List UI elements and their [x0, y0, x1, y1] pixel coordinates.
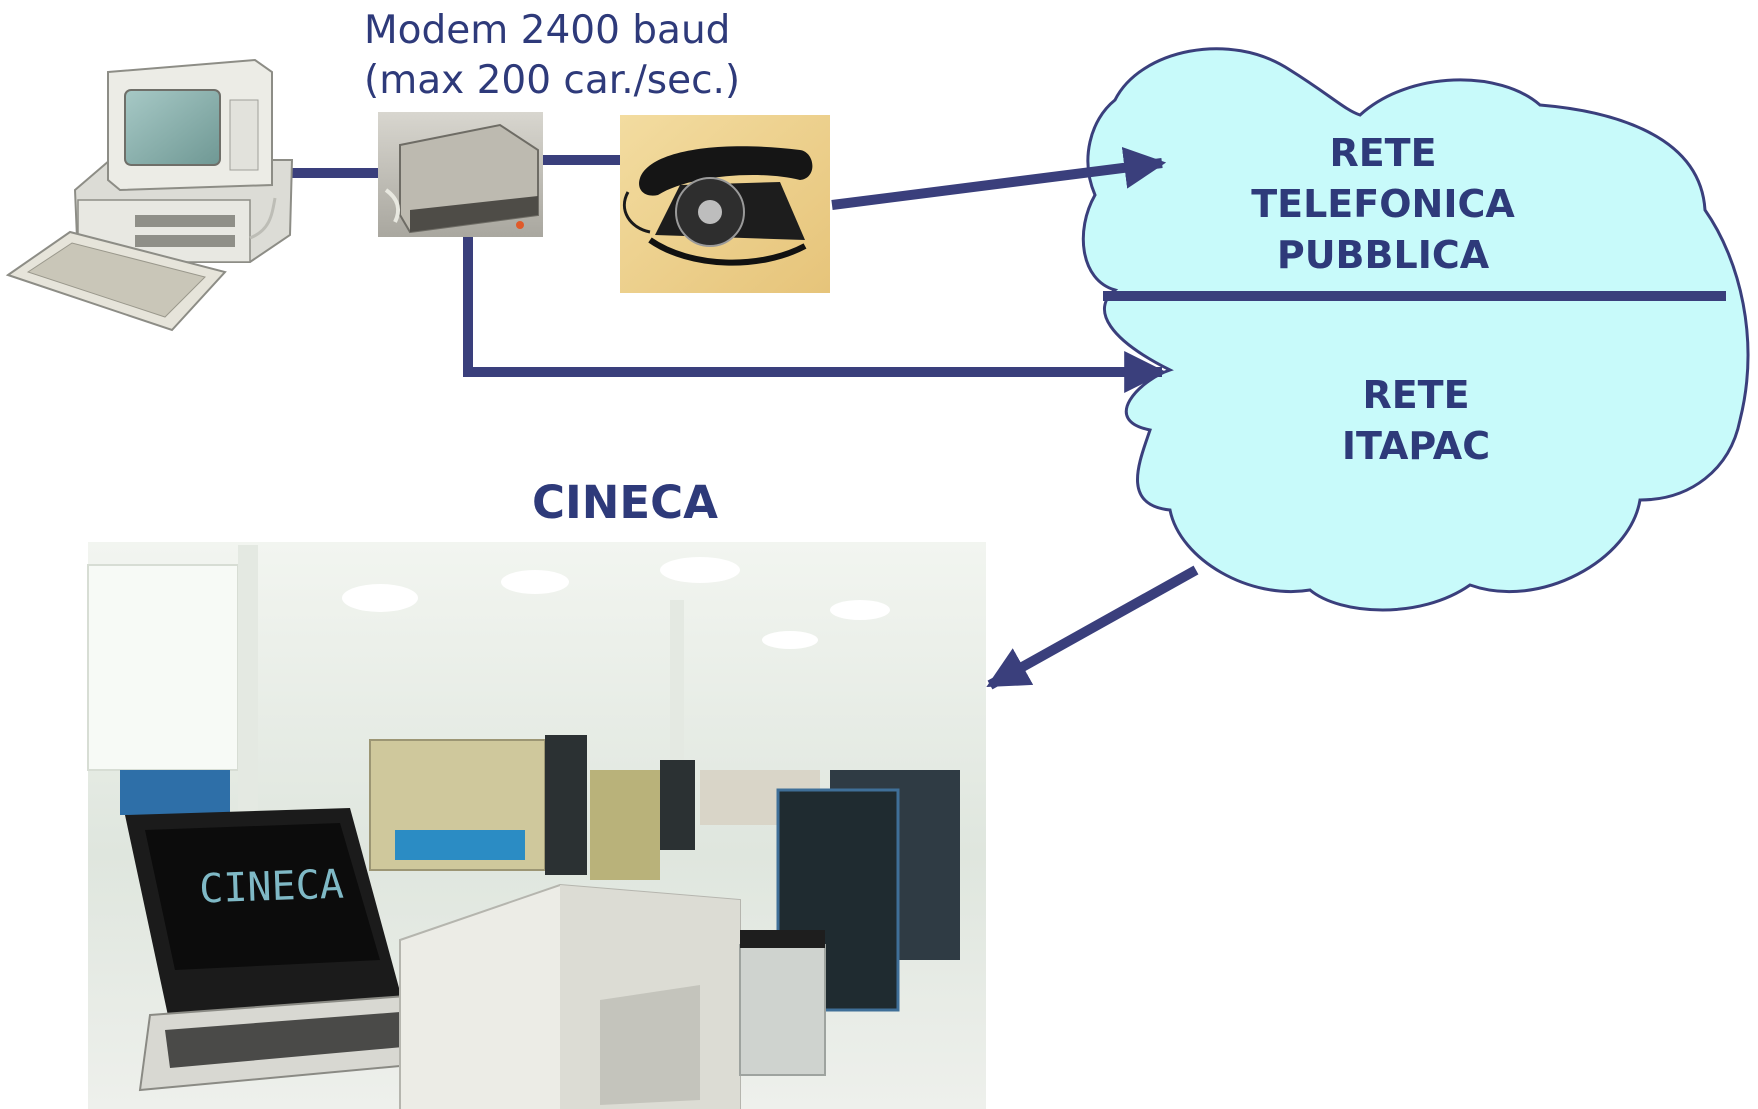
public-phone-network-label: RETE TELEFONICA PUBBLICA [1251, 128, 1515, 281]
itapac-network-line: RETE [1362, 373, 1470, 417]
phone-to-public-network-arrow [831, 146, 1167, 210]
itapac-network-line: ITAPAC [1341, 424, 1491, 468]
modem-illustration [378, 112, 543, 237]
cineca-datacenter-photo: CINECA [87, 542, 986, 1109]
modem-label-line1: Modem 2400 baud [364, 8, 731, 53]
modem-to-itapac-arrow [463, 235, 1167, 393]
network-cloud [1081, 47, 1750, 612]
public-phone-network-line: PUBBLICA [1276, 233, 1490, 277]
network-to-cineca-arrow [986, 565, 1199, 690]
rotary-telephone-illustration [620, 115, 830, 293]
cineca-title: CINECA [531, 476, 719, 529]
public-phone-network-line: RETE [1329, 131, 1437, 175]
public-phone-network-line: TELEFONICA [1251, 182, 1515, 226]
modem-label: Modem 2400 baud (max 200 car./sec.) [364, 6, 740, 106]
personal-computer-illustration [5, 58, 294, 332]
itapac-network-label: RETE ITAPAC [1342, 370, 1490, 472]
modem-label-line2: (max 200 car./sec.) [364, 58, 741, 103]
terminal-screen-text: CINECA [199, 862, 345, 913]
